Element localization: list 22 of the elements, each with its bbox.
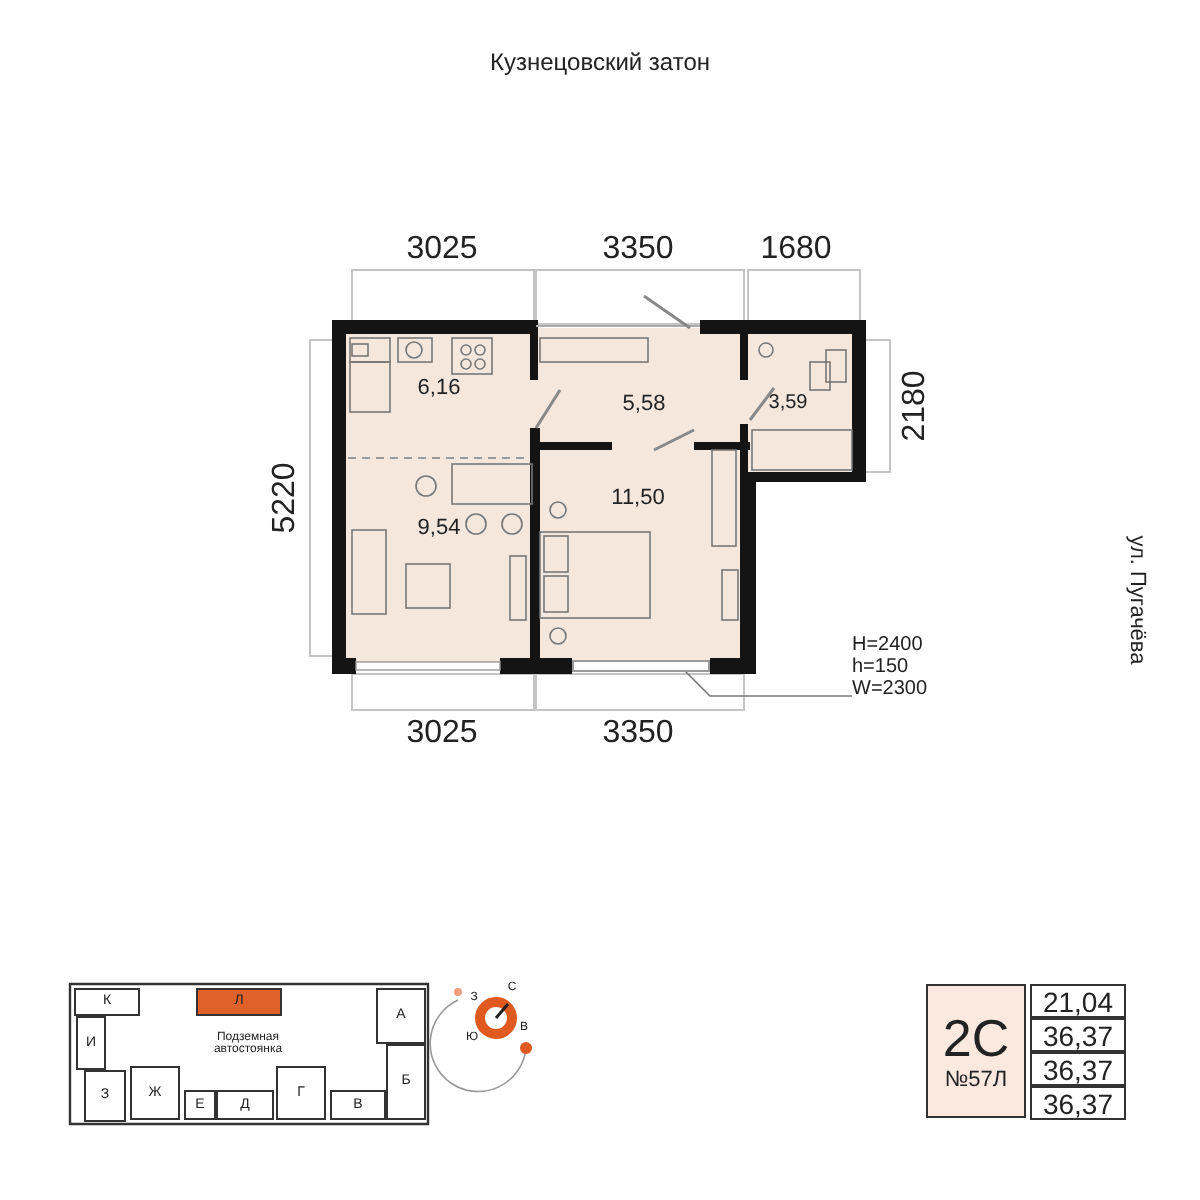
area-value: 21,04 bbox=[1030, 984, 1126, 1018]
dimension-label: 3025 bbox=[406, 234, 478, 266]
dimension-label: 2180 bbox=[900, 370, 932, 442]
street-name: ул. Пугачёва bbox=[1125, 535, 1147, 665]
area-value: 36,37 bbox=[1030, 1086, 1126, 1120]
room-area: 6,16 bbox=[348, 336, 530, 456]
room-area: 3,59 bbox=[752, 372, 824, 432]
apartment-type-card: 2С №57Л bbox=[926, 984, 1026, 1118]
room-area: 11,50 bbox=[568, 468, 708, 528]
area-value: 36,37 bbox=[1030, 1018, 1126, 1052]
room-area: 5,58 bbox=[548, 368, 740, 440]
dimension-label: 3350 bbox=[602, 718, 674, 750]
window bbox=[572, 660, 710, 672]
leader-line bbox=[685, 671, 853, 697]
room-area: 9,54 bbox=[348, 460, 530, 658]
dimension-label: 3350 bbox=[602, 234, 674, 266]
window-spec-note: H=2400 h=150 W=2300 bbox=[852, 630, 944, 702]
area-value: 36,37 bbox=[1030, 1052, 1126, 1086]
dimension-label: 3025 bbox=[406, 718, 478, 750]
dimension-label: 1680 bbox=[760, 234, 832, 266]
location-title: Кузнецовский затон bbox=[490, 50, 710, 74]
dimension-label: 5220 bbox=[270, 462, 302, 534]
